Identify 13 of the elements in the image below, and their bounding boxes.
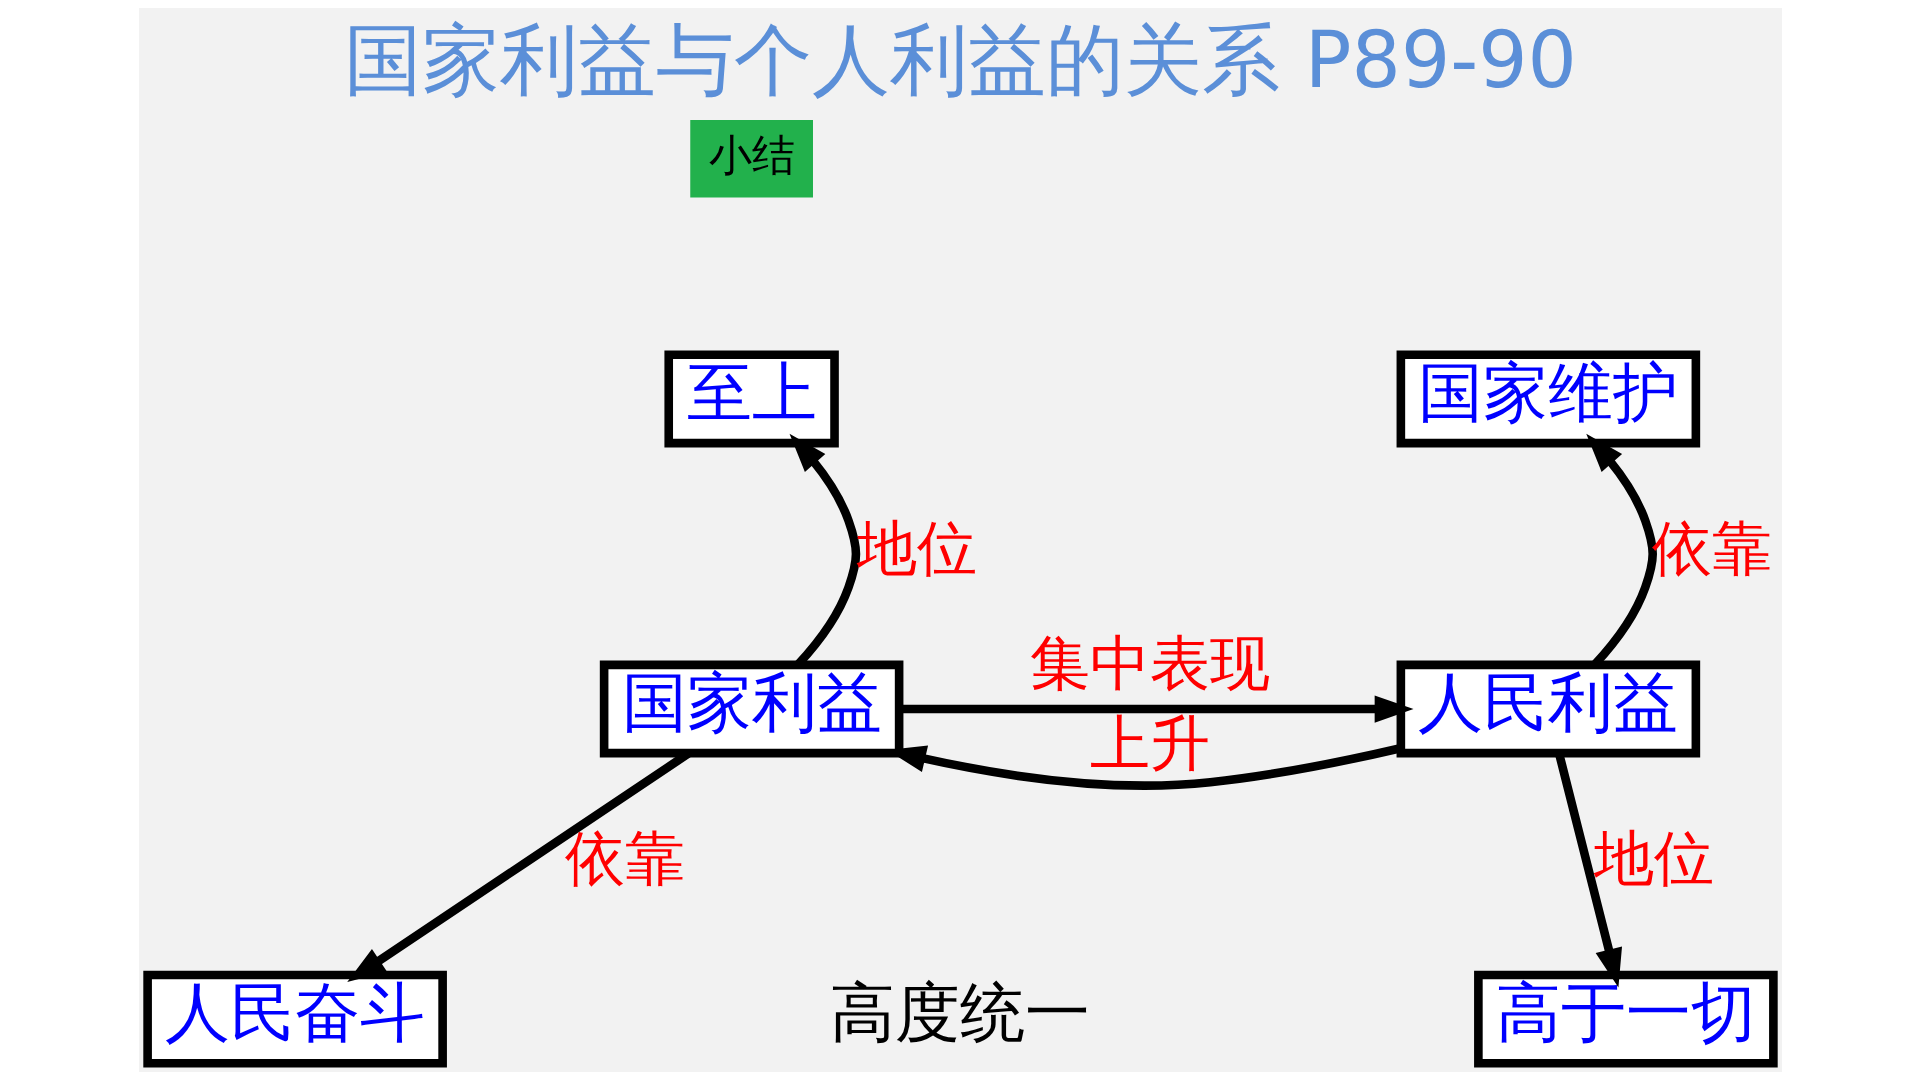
edge-label: 地位 (1593, 822, 1714, 893)
diagram-title: 国家利益与个人利益的关系 P89-90 (343, 15, 1577, 106)
label: 小结 (708, 129, 795, 180)
edge-label: 依靠 (564, 822, 685, 893)
edge-label: 集中表现 (1029, 628, 1270, 699)
edge-label: 上升 (1089, 707, 1210, 778)
node-box: 至上 (663, 350, 839, 448)
node-box: 人民奋斗 (142, 970, 447, 1068)
node-box: 国家利益 (599, 660, 903, 758)
node-box: 人民利益 (1396, 660, 1700, 758)
label: 高度统一 (830, 975, 1090, 1051)
node-box: 高于一切 (1473, 970, 1778, 1068)
node-box: 国家维护 (1396, 350, 1700, 448)
